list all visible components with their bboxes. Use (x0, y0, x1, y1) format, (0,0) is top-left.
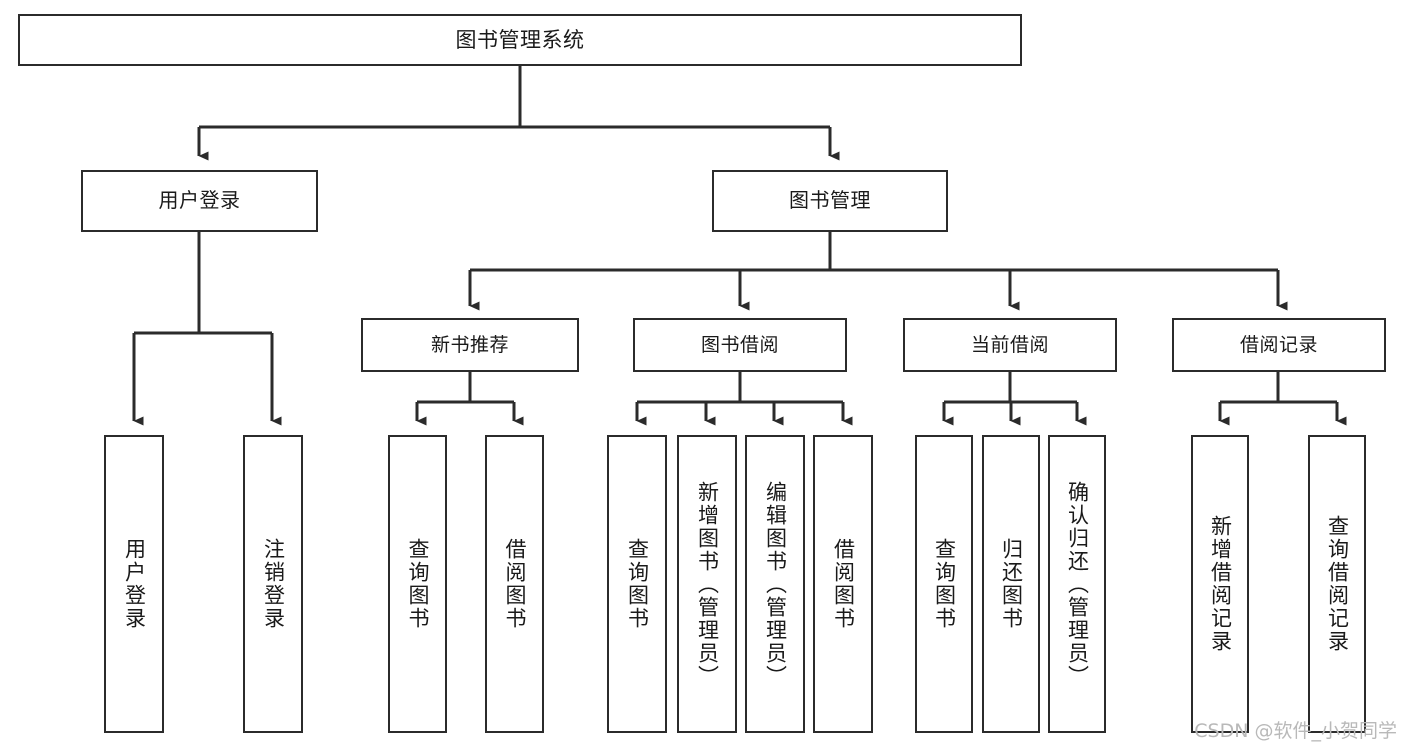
node-new-book-recommend[interactable]: 新书推荐 (361, 318, 579, 372)
node-leaf-query-book-2[interactable]: 查询图书 (607, 435, 667, 733)
node-leaf-borrow-book-1[interactable]: 借阅图书 (485, 435, 544, 733)
node-book-management[interactable]: 图书管理 (712, 170, 948, 232)
node-label: 图书管理 (789, 188, 871, 213)
node-leaf-add-book[interactable]: 新增图书（管理员） (677, 435, 737, 733)
node-leaf-query-record[interactable]: 查询借阅记录 (1308, 435, 1366, 733)
node-label: 图书管理系统 (455, 27, 585, 52)
node-borrow-record[interactable]: 借阅记录 (1172, 318, 1386, 372)
node-label: 用户登录 (158, 188, 241, 213)
node-label: 查询图书 (406, 538, 430, 630)
node-label: 借阅记录 (1239, 333, 1318, 356)
node-label: 图书借阅 (700, 333, 779, 356)
node-leaf-query-book-3[interactable]: 查询图书 (915, 435, 973, 733)
node-label: 借阅图书 (503, 538, 527, 630)
node-label: 借阅图书 (831, 538, 856, 630)
node-current-borrow[interactable]: 当前借阅 (903, 318, 1117, 372)
node-label: 新书推荐 (430, 333, 509, 356)
node-leaf-return-book[interactable]: 归还图书 (982, 435, 1040, 733)
node-leaf-edit-book[interactable]: 编辑图书（管理员） (745, 435, 805, 733)
node-leaf-logout-login[interactable]: 注销登录 (243, 435, 303, 733)
node-leaf-confirm-return[interactable]: 确认归还（管理员） (1048, 435, 1106, 733)
node-leaf-borrow-book-2[interactable]: 借阅图书 (813, 435, 873, 733)
node-book-borrow[interactable]: 图书借阅 (633, 318, 847, 372)
node-label: 新增图书（管理员） (695, 480, 720, 688)
node-label: 新增借阅记录 (1208, 515, 1233, 653)
node-label: 查询图书 (625, 538, 650, 630)
node-leaf-query-book-1[interactable]: 查询图书 (388, 435, 447, 733)
node-label: 查询图书 (932, 538, 957, 630)
node-book-management-system[interactable]: 图书管理系统 (18, 14, 1022, 66)
node-label: 注销登录 (261, 538, 286, 630)
node-user-login[interactable]: 用户登录 (81, 170, 318, 232)
node-leaf-user-login[interactable]: 用户登录 (104, 435, 164, 733)
node-leaf-add-record[interactable]: 新增借阅记录 (1191, 435, 1249, 733)
node-label: 确认归还（管理员） (1065, 480, 1090, 688)
node-label: 当前借阅 (970, 333, 1049, 356)
node-label: 用户登录 (122, 538, 147, 630)
node-label: 查询借阅记录 (1325, 515, 1350, 653)
node-label: 编辑图书（管理员） (763, 480, 788, 688)
node-label: 归还图书 (999, 538, 1024, 630)
